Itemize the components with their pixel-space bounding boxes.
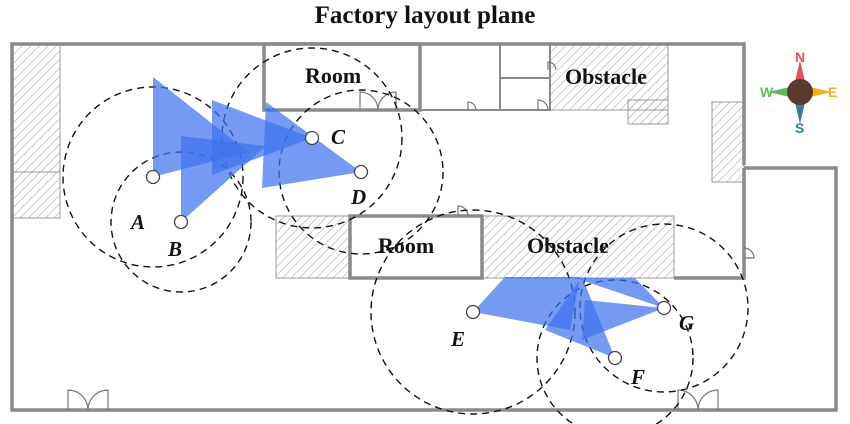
node-label-f: F xyxy=(630,365,645,389)
sensor-nodes xyxy=(145,130,672,366)
door-bottom-left-2 xyxy=(87,389,109,411)
sector-c xyxy=(212,100,312,175)
door-bottom-left-1 xyxy=(67,389,89,411)
node-label-e: E xyxy=(450,327,465,351)
sector-e xyxy=(473,277,580,330)
middle-left-hatch xyxy=(275,215,351,279)
diagram-title: Factory layout plane xyxy=(314,2,536,29)
door-bottom-right-2 xyxy=(697,389,719,411)
outer-wall xyxy=(10,42,838,412)
node-label-b: B xyxy=(167,237,182,261)
compass-e: E xyxy=(828,84,837,100)
door-room-top-2 xyxy=(377,91,397,111)
door-small-1 xyxy=(467,101,477,111)
node-label-d: D xyxy=(350,185,366,209)
sector-g xyxy=(575,278,664,308)
obstacle-top-block xyxy=(549,43,669,111)
compass-rose: N S E W xyxy=(760,49,837,136)
compass-n: N xyxy=(795,49,805,65)
right-inner-wall xyxy=(674,168,746,280)
compass-w: W xyxy=(760,84,774,100)
doors xyxy=(67,61,755,411)
sensor-node-b xyxy=(173,214,189,230)
door-room-mid xyxy=(457,205,469,217)
sensing-sectors xyxy=(153,77,664,358)
walls xyxy=(10,42,838,412)
sensor-node-e xyxy=(465,304,481,320)
room-top-label: Room xyxy=(305,63,361,88)
room-mid-label: Room xyxy=(378,233,434,258)
door-right xyxy=(743,247,755,259)
sensor-node-a xyxy=(145,169,161,185)
sensor-node-d xyxy=(353,164,369,180)
node-label-a: A xyxy=(129,210,145,234)
left-wall-obstacle-top xyxy=(11,43,61,173)
door-bottom-right-1 xyxy=(677,389,699,411)
obstacle-top-tab xyxy=(627,99,669,125)
compass-center xyxy=(787,79,813,105)
obstacle-top-label: Obstacle xyxy=(565,64,647,89)
coverage-circle-g xyxy=(579,223,749,393)
door-room-top-1 xyxy=(359,91,379,111)
sensor-node-c xyxy=(304,130,320,146)
door-small-2 xyxy=(537,99,549,111)
sector-g2 xyxy=(582,300,664,340)
door-small-3 xyxy=(547,61,557,71)
left-wall-obstacle-bottom xyxy=(11,171,61,219)
hatched-areas xyxy=(11,43,745,279)
compass-s: S xyxy=(795,120,804,136)
sensor-node-g xyxy=(656,300,672,316)
obstacle-mid-label: Obstacle xyxy=(527,233,609,258)
right-wall-obstacle xyxy=(711,101,745,183)
room-mid-walls xyxy=(348,214,484,280)
sensor-node-f xyxy=(607,350,623,366)
node-label-c: C xyxy=(331,125,346,149)
sector-f xyxy=(545,277,615,358)
node-label-g: G xyxy=(679,311,694,335)
